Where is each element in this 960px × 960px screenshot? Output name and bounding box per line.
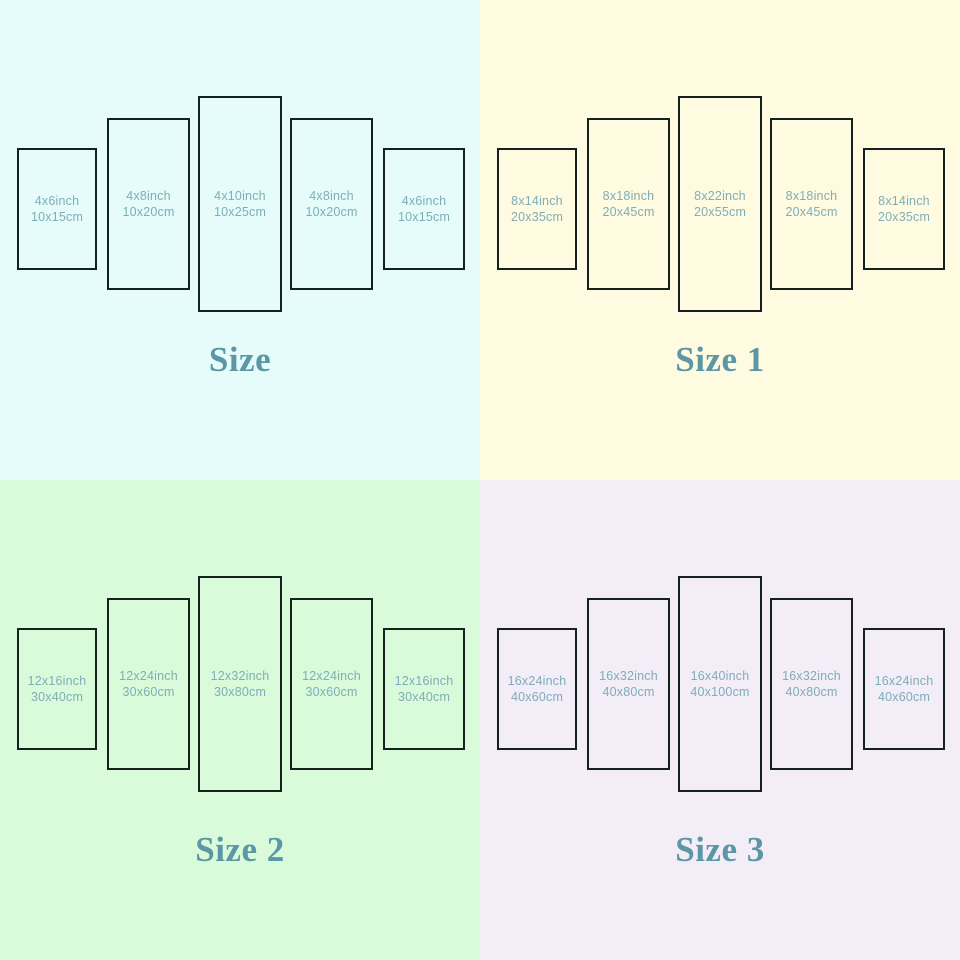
panel-set: 8x14inch 20x35cm 8x18inch 20x45cm 8x22in…: [480, 0, 960, 340]
panel-3: 16x40inch 40x100cm: [678, 576, 762, 792]
panel-set: 12x16inch 30x40cm 12x24inch 30x60cm 12x3…: [0, 480, 480, 820]
panel-size-inch: 8x22inch: [694, 189, 746, 203]
panel-size-inch: 4x6inch: [401, 194, 447, 208]
panel-size-cm: 20x55cm: [693, 205, 747, 219]
panel-size-inch: 12x32inch: [210, 669, 270, 683]
panel-1: 12x16inch 30x40cm: [17, 628, 97, 750]
panel-size-inch: 8x14inch: [878, 194, 930, 208]
panel-size-cm: 10x15cm: [397, 210, 451, 224]
panel-size-inch: 4x10inch: [214, 189, 266, 203]
panel-3: 8x22inch 20x55cm: [678, 96, 762, 312]
panel-4: 16x32inch 40x80cm: [770, 598, 853, 770]
panel-set: 16x24inch 40x60cm 16x32inch 40x80cm 16x4…: [480, 480, 960, 820]
panel-size-inch: 8x14inch: [511, 194, 563, 208]
size-group-title: Size 2: [195, 830, 285, 869]
panel-2: 12x24inch 30x60cm: [107, 598, 190, 770]
panel-5: 16x24inch 40x60cm: [863, 628, 945, 750]
panel-size-cm: 20x45cm: [602, 205, 655, 219]
panel-size-inch: 16x24inch: [507, 674, 567, 688]
panel-4: 12x24inch 30x60cm: [290, 598, 373, 770]
panel-3: 12x32inch 30x80cm: [198, 576, 282, 792]
panel-2: 4x8inch 10x20cm: [107, 118, 190, 290]
panel-size-cm: 30x80cm: [213, 685, 267, 699]
panel-size-cm: 40x60cm: [877, 690, 931, 704]
panel-size-inch: 8x18inch: [602, 189, 655, 203]
panel-5: 8x14inch 20x35cm: [863, 148, 945, 270]
panel-size-inch: 16x32inch: [599, 669, 658, 683]
size-group-title: Size 1: [675, 340, 765, 379]
panel-1: 8x14inch 20x35cm: [497, 148, 577, 270]
panel-size-cm: 40x80cm: [602, 685, 655, 699]
panel-5: 4x6inch 10x15cm: [383, 148, 465, 270]
panel-size-cm: 20x45cm: [785, 205, 838, 219]
panel-size-cm: 30x40cm: [30, 690, 84, 704]
panel-size-cm: 40x100cm: [690, 685, 750, 699]
panel-size-cm: 10x20cm: [122, 205, 175, 219]
size-group-size-3: 16x24inch 40x60cm 16x32inch 40x80cm 16x4…: [480, 480, 960, 960]
panel-size-cm: 40x80cm: [785, 685, 838, 699]
panel-size-inch: 8x18inch: [785, 189, 838, 203]
panel-size-inch: 12x24inch: [302, 669, 361, 683]
size-group-size: 4x6inch 10x15cm 4x8inch 10x20cm 4x10inch…: [0, 0, 480, 480]
panel-size-inch: 4x8inch: [309, 189, 354, 203]
panel-size-cm: 30x60cm: [122, 685, 175, 699]
panel-5: 12x16inch 30x40cm: [383, 628, 465, 750]
panel-size-cm: 20x35cm: [510, 210, 564, 224]
panel-1: 16x24inch 40x60cm: [497, 628, 577, 750]
panel-size-inch: 12x16inch: [27, 674, 87, 688]
size-group-title: Size 3: [675, 830, 765, 869]
panel-size-cm: 40x60cm: [510, 690, 564, 704]
panel-1: 4x6inch 10x15cm: [17, 148, 97, 270]
panel-3: 4x10inch 10x25cm: [198, 96, 282, 312]
panel-size-inch: 16x32inch: [782, 669, 841, 683]
panel-2: 16x32inch 40x80cm: [587, 598, 670, 770]
panel-size-inch: 16x40inch: [690, 669, 750, 683]
panel-size-cm: 10x25cm: [213, 205, 267, 219]
panel-size-cm: 10x20cm: [305, 205, 358, 219]
panel-4: 8x18inch 20x45cm: [770, 118, 853, 290]
panel-2: 8x18inch 20x45cm: [587, 118, 670, 290]
size-group-title: Size: [208, 340, 272, 379]
panel-set: 4x6inch 10x15cm 4x8inch 10x20cm 4x10inch…: [0, 0, 480, 340]
panel-size-cm: 30x40cm: [397, 690, 451, 704]
size-group-size-1: 8x14inch 20x35cm 8x18inch 20x45cm 8x22in…: [480, 0, 960, 480]
panel-size-inch: 12x16inch: [394, 674, 454, 688]
panel-size-inch: 16x24inch: [874, 674, 934, 688]
panel-size-inch: 12x24inch: [119, 669, 178, 683]
size-group-size-2: 12x16inch 30x40cm 12x24inch 30x60cm 12x3…: [0, 480, 480, 960]
panel-size-inch: 4x6inch: [34, 194, 80, 208]
panel-4: 4x8inch 10x20cm: [290, 118, 373, 290]
panel-size-cm: 20x35cm: [877, 210, 931, 224]
panel-size-cm: 30x60cm: [305, 685, 358, 699]
panel-size-inch: 4x8inch: [126, 189, 171, 203]
panel-size-cm: 10x15cm: [30, 210, 84, 224]
